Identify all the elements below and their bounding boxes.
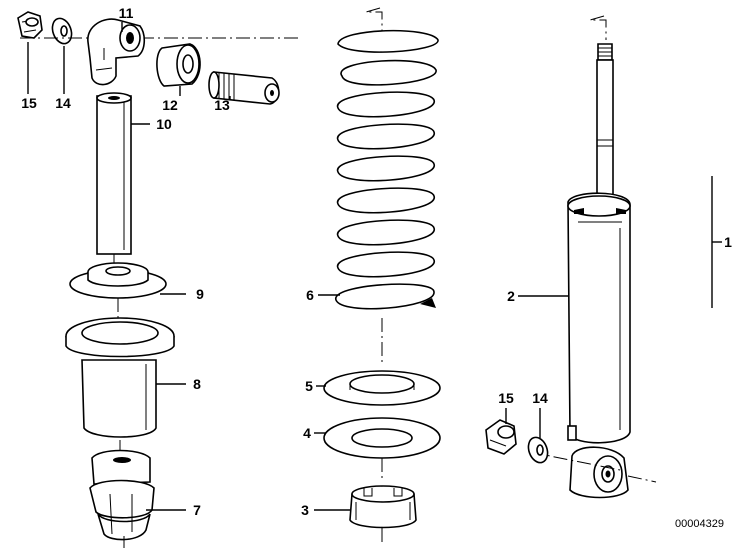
callout-3: 3 [301,502,309,518]
part-12-bushing [156,43,201,87]
part-15-nut-bottom [485,419,517,455]
part-4-spring-seat-lower [323,417,441,459]
callout-1: 1 [724,234,732,250]
callout-4: 4 [303,425,311,441]
callout-14-bottom: 14 [532,390,548,406]
callout-13: 13 [214,97,230,113]
callout-8: 8 [193,376,201,392]
axis-line-right [529,451,621,471]
callout-9: 9 [196,286,204,302]
part-6-coil-spring [335,7,439,310]
callout-5: 5 [305,378,313,394]
part-7-bump-stop [89,449,155,541]
callout-10: 10 [156,116,172,132]
part-14-washer-top [51,17,73,45]
callout-6: 6 [306,287,314,303]
part-5-spring-seat-upper [323,370,441,406]
part-9-cup-washer [69,262,167,299]
axis-line-right-b [627,475,657,483]
shock-lower-eye [569,446,629,499]
part-10-tube [96,92,132,255]
part-3-clip-ring [349,485,417,529]
callout-12: 12 [162,97,178,113]
callout-14-top: 14 [55,95,71,111]
callout-7: 7 [193,502,201,518]
part-11-eye-mount [87,18,146,86]
part-13-bolt [208,71,280,105]
callout-11: 11 [119,5,134,21]
callout-15-bottom: 15 [498,390,514,406]
part-15-nut-top [17,11,43,39]
part-8-sleeve [65,317,175,438]
callout-2: 2 [507,288,515,304]
diagram-id: 00004329 [675,518,724,530]
part-14-washer-bottom [527,436,549,464]
callout-15-top: 15 [21,95,37,111]
part-2-shock-absorber [567,15,631,444]
